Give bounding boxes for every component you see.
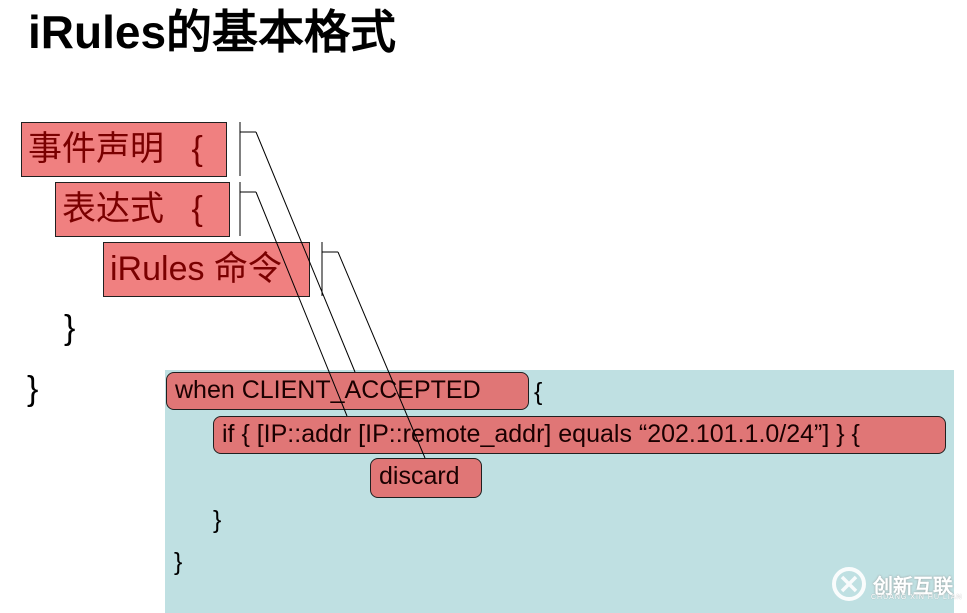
expression-label: 表达式: [62, 190, 164, 228]
event-declaration-label: 事件声明: [28, 130, 164, 168]
example-code-panel: [165, 370, 954, 613]
when-open-brace: {: [534, 378, 543, 406]
irules-command-box: iRules 命令: [103, 242, 310, 297]
if-expression-label: if { [IP::addr [IP::remote_addr] equals …: [222, 420, 860, 448]
watermark-text: 创新互联: [873, 575, 953, 598]
command-bracket: [321, 242, 338, 296]
when-close-brace: }: [174, 548, 183, 576]
expression-connector-line: [255, 191, 348, 417]
event-bracket: [239, 122, 256, 176]
event-connector-line: [255, 131, 356, 373]
outer-close-brace: }: [27, 370, 39, 408]
event-open-brace: {: [191, 130, 203, 168]
watermark-logo-icon: [832, 567, 866, 601]
when-event-box: when CLIENT_ACCEPTED: [166, 372, 529, 410]
command-connector-line: [337, 251, 426, 459]
discard-command-box: discard: [370, 458, 482, 498]
event-declaration-box: 事件声明 {: [21, 122, 227, 177]
expression-box: 表达式 {: [55, 182, 230, 237]
irules-command-label: iRules 命令: [110, 250, 282, 288]
expression-bracket: [239, 182, 256, 236]
if-expression-box: if { [IP::addr [IP::remote_addr] equals …: [213, 416, 946, 454]
if-close-brace: }: [213, 506, 222, 534]
inner-close-brace: }: [64, 309, 76, 347]
expression-open-brace: {: [191, 190, 203, 228]
when-event-label: when CLIENT_ACCEPTED: [175, 376, 481, 404]
page-title: iRules的基本格式: [28, 6, 397, 58]
discard-command-label: discard: [379, 462, 460, 490]
watermark: 创新互联 CHUANG XIN HU LIAN: [831, 566, 962, 602]
watermark-subtext: CHUANG XIN HU LIAN: [871, 594, 963, 601]
